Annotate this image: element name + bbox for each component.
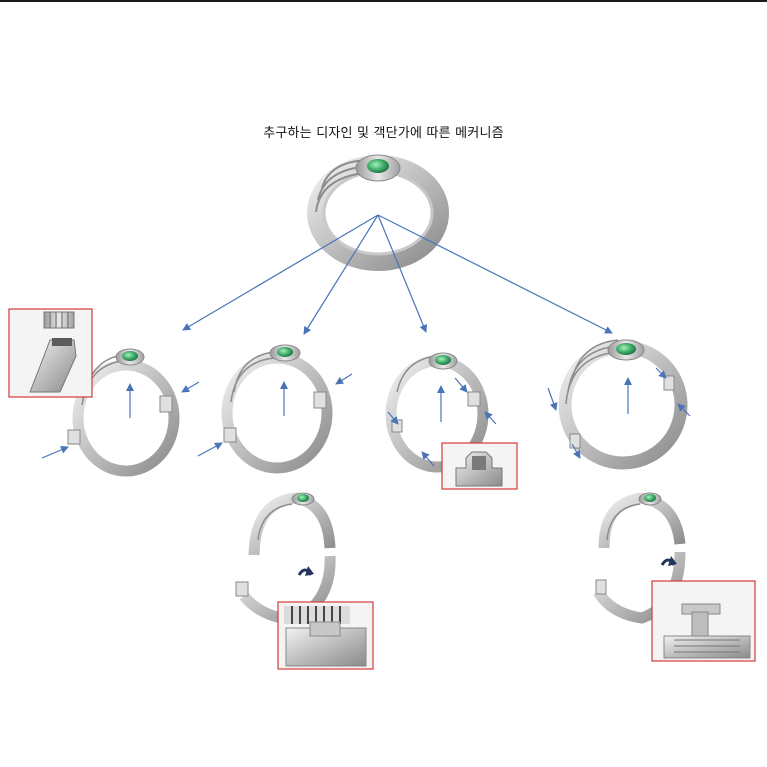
branch-arrows (182, 214, 613, 335)
variant-4-open-inset (651, 580, 756, 662)
variant-1-ring (67, 348, 180, 477)
gem-icon (435, 355, 451, 365)
variant-4-arrows (547, 367, 691, 459)
gem-icon (122, 351, 138, 361)
variant-2-open-inset (277, 601, 374, 670)
gem-icon (644, 494, 656, 502)
variant-3-arrows (387, 377, 497, 467)
gem-icon (277, 347, 293, 357)
variant-4-ring (558, 339, 688, 470)
diagram-title: 추구하는 디자인 및 객단가에 따른 메커니즘 (263, 126, 504, 141)
main-ring (307, 154, 449, 271)
variant-1-inset (8, 308, 93, 398)
variant-4-open-ring (593, 492, 686, 624)
top-rule (0, 0, 767, 2)
variant-2-ring (221, 344, 333, 474)
gem-icon (616, 343, 636, 355)
variant-1-arrows (41, 381, 200, 459)
variant-2-open-ring (235, 492, 336, 626)
variant-2-arrows (197, 373, 353, 457)
variant-3-inset (441, 442, 518, 490)
gem-icon (297, 494, 309, 502)
variant-3-ring (385, 352, 489, 473)
gem-icon (367, 159, 389, 173)
